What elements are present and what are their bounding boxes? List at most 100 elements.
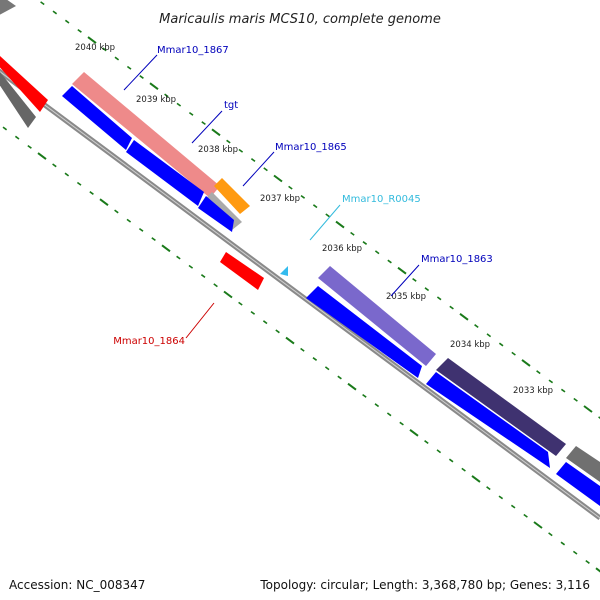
cds-forward-ring <box>62 86 600 506</box>
cds-forward-arrow <box>556 462 600 506</box>
tick-label: 2036 kbp <box>322 244 362 254</box>
tick-mark <box>397 266 407 275</box>
tick-mark <box>449 305 454 310</box>
tick-mark <box>149 82 159 90</box>
feature-salmon-block <box>72 72 220 198</box>
tick-mark <box>548 532 553 537</box>
tick-label: 2034 kbp <box>450 340 490 350</box>
tick-mark <box>573 397 578 402</box>
tick-mark <box>325 213 330 218</box>
tick-mark <box>76 181 82 186</box>
tick-mark <box>27 144 32 149</box>
tick-mark <box>424 440 429 445</box>
tick-mark <box>585 559 590 564</box>
tick-mark <box>461 467 466 472</box>
tick-mark <box>387 259 392 264</box>
tick-mark <box>399 421 404 426</box>
tick-mark <box>139 75 144 79</box>
gene-label-mmar10-1867: Mmar10_1867 <box>157 45 229 56</box>
feature-red-block <box>0 56 48 112</box>
tick-mark <box>102 47 107 52</box>
tick-mark <box>138 227 144 232</box>
tick-mark <box>188 264 194 269</box>
tick-mark <box>52 10 58 15</box>
feature-purple-block <box>318 266 436 366</box>
tick-mark <box>300 194 306 199</box>
tick-mark <box>52 163 57 168</box>
cds-forward-arrow <box>198 196 234 232</box>
tick-labels: 2040 kbp 2039 kbp 2038 kbp 2037 kbp 2036… <box>75 43 553 396</box>
tick-mark <box>223 290 233 299</box>
gene-labels: Mmar10_1867 tgt Mmar10_1865 Mmar10_R0045… <box>113 45 493 347</box>
tick-mark <box>262 320 268 325</box>
tick-label: 2039 kbp <box>136 95 176 105</box>
tick-mark <box>300 347 305 352</box>
tick-mark <box>164 93 169 98</box>
gene-label-tgt: tgt <box>224 100 238 111</box>
tick-mark <box>2 126 8 131</box>
feature-orange-block <box>214 178 250 214</box>
tick-mark <box>263 167 268 172</box>
tick-mark <box>188 111 194 116</box>
tick-mark <box>288 185 293 190</box>
tick-mark <box>412 277 417 282</box>
tick-label: 2033 kbp <box>513 386 553 396</box>
cds-forward-arrow <box>62 86 132 150</box>
tick-mark <box>521 359 531 367</box>
gene-label-mmar10-r0045: Mmar10_R0045 <box>342 194 421 205</box>
tick-mark <box>99 198 109 206</box>
tick-mark <box>536 370 541 375</box>
tick-mark <box>238 148 244 153</box>
tick-mark <box>362 241 368 245</box>
tick-mark <box>436 449 442 454</box>
tick-mark <box>560 388 566 393</box>
tick-label: 2037 kbp <box>260 194 300 204</box>
tick-mark <box>498 495 504 500</box>
tick-mark <box>273 174 283 183</box>
tick-mark <box>114 209 119 214</box>
tick-mark <box>87 36 97 44</box>
tick-label: 2035 kbp <box>386 292 426 302</box>
trna-marker <box>280 266 288 276</box>
tick-mark <box>176 102 182 107</box>
tick-mark <box>350 231 355 236</box>
tick-mark <box>598 416 600 419</box>
tick-mark <box>250 158 256 162</box>
tick-mark <box>312 357 318 361</box>
tick-mark <box>347 382 357 391</box>
tick-mark <box>126 65 132 70</box>
tick-mark <box>374 250 380 255</box>
tick-mark <box>250 310 256 315</box>
tick-mark <box>64 19 70 24</box>
tick-mark <box>474 324 479 329</box>
tick-mark <box>471 475 481 483</box>
cds-forward-arrow <box>306 286 422 378</box>
tick-mark <box>583 405 593 413</box>
tick-mark <box>238 301 243 306</box>
tick-mark <box>337 375 342 380</box>
tick-mark <box>362 393 367 398</box>
tick-mark <box>386 412 392 417</box>
tick-mark <box>200 274 206 278</box>
tick-mark <box>335 220 345 229</box>
tick-mark <box>374 403 380 408</box>
tick-mark <box>548 379 554 384</box>
tick-mark <box>595 567 600 573</box>
tick-mark <box>572 550 578 555</box>
tick-mark <box>285 336 295 345</box>
gene-label-mmar10-1864: Mmar10_1864 <box>113 336 185 347</box>
tick-mark <box>161 244 171 253</box>
tick-mark <box>486 333 492 338</box>
tick-mark <box>486 486 491 491</box>
tick-mark <box>126 218 132 223</box>
feature-ring-outer <box>0 0 600 482</box>
tick-mark <box>211 128 221 137</box>
tick-mark <box>201 121 206 126</box>
cds-reverse-arrow <box>220 252 264 290</box>
tick-mark <box>275 329 280 334</box>
tick-mark <box>511 351 516 356</box>
tick-mark <box>498 342 504 347</box>
tick-mark <box>77 28 82 33</box>
cds-forward-arrow <box>426 372 550 468</box>
